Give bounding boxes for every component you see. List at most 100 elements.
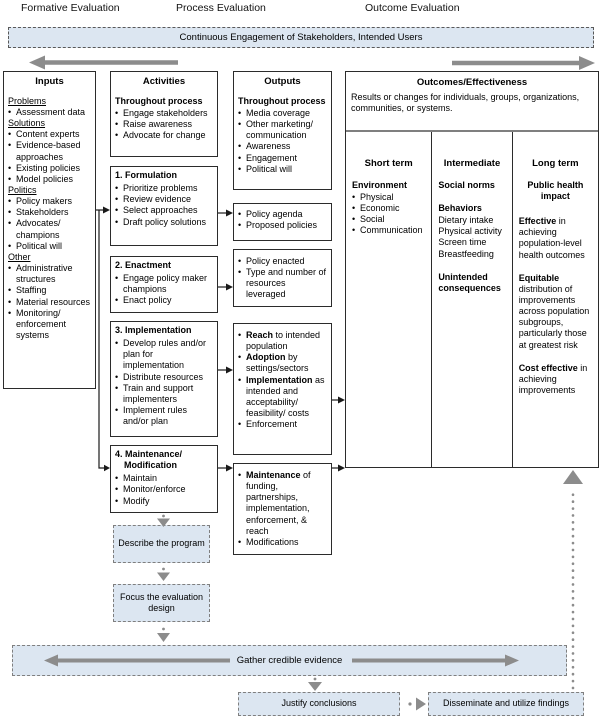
list-item: •Engage stakeholders	[115, 107, 208, 118]
focus-to-gather-arrow-icon	[157, 627, 170, 642]
list-item: •Breastfeeding	[438, 248, 494, 259]
stakeholder-engagement-banner: Continuous Engagement of Stakeholders, I…	[8, 27, 594, 48]
list-item: •Economic	[352, 203, 400, 214]
output-reach-adoption-list: •Reach to intended population•Adoption b…	[238, 330, 327, 430]
list-item: •Review evidence	[115, 194, 192, 205]
list-item: •Raise awareness	[115, 119, 193, 130]
outcomes-header: Outcomes/Effectiveness Results or change…	[346, 72, 598, 132]
formative-direction-arrow-icon	[29, 55, 178, 70]
unintended-heading: Unintended consequences	[438, 271, 501, 293]
list-item: •Proposed policies	[238, 220, 318, 231]
list-item: •Content experts	[8, 129, 80, 140]
list-item: •Other marketing/ communication	[238, 119, 314, 141]
focus-evaluation-label: Focus the evaluation design	[119, 591, 204, 613]
environment-heading: Environment	[352, 179, 408, 190]
reach-to-outcomes-arrow-icon	[332, 396, 345, 404]
stakeholder-engagement-text: Continuous Engagement of Stakeholders, I…	[179, 31, 423, 43]
step-implementation-list: •Develop rules and/or plan for implement…	[115, 338, 213, 427]
list-item: •Train and support implementers	[115, 382, 194, 404]
list-item: •Implement rules and/or plan	[115, 405, 188, 427]
list-item: •Advocates/ champions	[8, 218, 61, 240]
inputs-section-solutions: Solutions	[8, 118, 46, 129]
list-item: •Media coverage	[238, 107, 311, 118]
maintenance-to-output-arrow-icon	[218, 464, 233, 472]
inputs-other-list: •Administrative structures•Staffing•Mate…	[8, 263, 91, 341]
list-item: •Policy enacted	[238, 256, 305, 266]
outcomes-box: Outcomes/Effectiveness Results or change…	[345, 71, 599, 468]
short-term-column: Short term Environment •Physical•Economi…	[346, 132, 433, 467]
inputs-problems-list: •Assessment data	[8, 107, 91, 118]
gather-evidence-label: Gather credible evidence	[236, 654, 343, 666]
behaviors-heading: Behaviors	[438, 202, 482, 213]
social-norms-heading: Social norms	[438, 179, 495, 190]
step-implementation-heading: 3. Implementation	[115, 325, 192, 335]
list-item: •Administrative structures	[8, 263, 73, 285]
list-item: •Advocate for change	[115, 130, 206, 141]
step-enactment-list: •Engage policy maker champions•Enact pol…	[115, 273, 213, 306]
list-item: •Adoption by settings/sectors	[238, 352, 309, 374]
inputs-politics-list: •Policy makers•Stakeholders•Advocates/ c…	[8, 196, 91, 252]
list-item: •Policy makers	[8, 196, 73, 207]
implementation-to-output-arrow-icon	[218, 366, 233, 374]
short-term-title: Short term	[364, 158, 413, 169]
maintenance-output-to-outcomes-arrow-icon	[332, 464, 345, 472]
list-item: •Assessment data	[8, 106, 86, 117]
output-reach-adoption-box: •Reach to intended population•Adoption b…	[233, 323, 332, 455]
list-item: •Type and number of resources leveraged	[238, 267, 327, 300]
list-item: •Select approaches	[115, 205, 198, 216]
step-maintenance-heading: 4. Maintenance/ Modification	[115, 449, 183, 471]
list-item: •Modifications	[238, 536, 299, 547]
list-item: •Policy agenda	[238, 209, 303, 219]
list-item: •Draft policy solutions	[115, 216, 207, 227]
list-item: •Political will	[238, 163, 293, 174]
inputs-to-activities-arrow-icon	[96, 206, 110, 472]
gather-evidence-box: Gather credible evidence	[12, 645, 567, 676]
outcomes-title: Outcomes/Effectiveness	[416, 77, 528, 88]
list-item: •Physical	[352, 191, 394, 202]
list-item: •Enact policy	[115, 295, 172, 306]
list-item: •Enforcement	[238, 419, 298, 430]
step-enactment-heading: 2. Enactment	[115, 260, 172, 270]
list-item: •Distribute resources	[115, 371, 204, 382]
list-item: •Maintenance of funding, partnerships, i…	[238, 470, 311, 536]
environment-list: •Physical•Economic•Social•Communication	[352, 192, 425, 237]
list-item: •Material resources	[8, 296, 91, 307]
justify-to-disseminate-arrow-icon	[408, 697, 426, 711]
list-item: •Communication	[352, 225, 423, 236]
list-item: •Model policies	[8, 173, 74, 184]
inputs-section-politics: Politics	[8, 185, 37, 196]
label-formative-evaluation: Formative Evaluation	[21, 2, 120, 14]
step-implementation-box: 3. Implementation •Develop rules and/or …	[110, 321, 218, 437]
outcomes-subtitle: Results or changes for individuals, grou…	[351, 91, 580, 113]
list-item: •Monitor/enforce	[115, 484, 186, 495]
describe-program-label: Describe the program	[118, 538, 205, 549]
long-term-title: Long term	[532, 158, 579, 169]
effective-para: Effective in achieving population-level …	[518, 216, 585, 260]
outputs-box: Outputs Throughout process •Media covera…	[233, 71, 332, 190]
inputs-box: Inputs Problems •Assessment data Solutio…	[3, 71, 96, 389]
justify-conclusions-box: Justify conclusions	[238, 692, 400, 716]
justify-conclusions-label: Justify conclusions	[281, 698, 357, 709]
outputs-title: Outputs	[264, 76, 301, 87]
outcome-direction-arrow-icon	[452, 56, 595, 70]
activities-box: Activities Throughout process •Engage st…	[110, 71, 218, 157]
list-item: •Stakeholders	[8, 207, 69, 218]
gather-to-justify-arrow-icon	[308, 677, 322, 691]
inputs-section-problems: Problems	[8, 95, 47, 106]
enactment-to-output-arrow-icon	[218, 283, 233, 291]
step-maintenance-list: •Maintain•Monitor/enforce•Modify	[115, 473, 213, 506]
label-outcome-evaluation: Outcome Evaluation	[365, 2, 460, 14]
list-item: •Screen time	[438, 237, 487, 248]
output-maintenance-list: •Maintenance of funding, partnerships, i…	[238, 470, 327, 548]
list-item: •Implementation as intended and acceptab…	[238, 374, 325, 419]
list-item: •Reach to intended population	[238, 330, 321, 352]
activities-throughout-list: •Engage stakeholders•Raise awareness•Adv…	[115, 108, 213, 141]
long-term-column: Long term Public health impact Effective…	[513, 132, 598, 467]
output-policy-agenda-list: •Policy agenda•Proposed policies	[238, 209, 327, 231]
inputs-section-other: Other	[8, 251, 31, 262]
disseminate-findings-label: Disseminate and utilize findings	[442, 698, 570, 709]
list-item: •Engagement	[238, 152, 298, 163]
list-item: •Physical activity	[438, 226, 502, 237]
list-item: •Social	[352, 214, 385, 225]
inputs-title: Inputs	[35, 76, 64, 87]
